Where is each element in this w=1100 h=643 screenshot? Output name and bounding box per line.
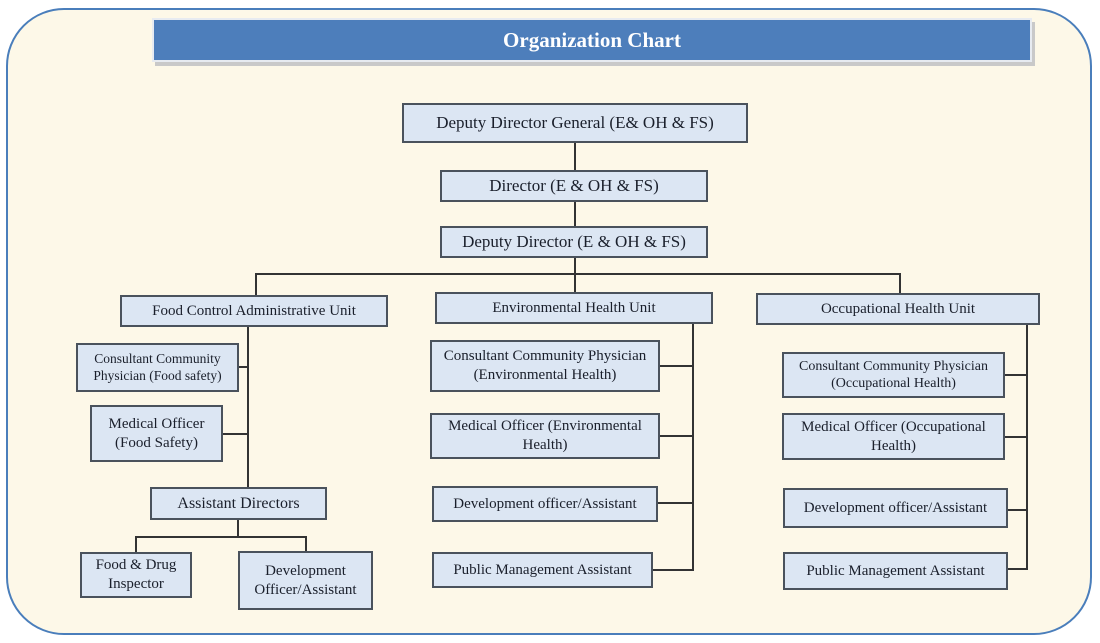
node-deputy-director: Deputy Director (E & OH & FS) — [440, 226, 708, 258]
node-food-control-administrative-unit: Food Control Administrative Unit — [120, 295, 388, 327]
node-public-management-assistant-occupational: Public Management Assistant — [783, 552, 1008, 590]
connector-env-dev-stub — [658, 502, 693, 504]
connector-occ-dev-stub — [1008, 509, 1027, 511]
node-development-officer-assistant-occupational: Development officer/Assistant — [783, 488, 1008, 528]
connector-env-pma-stub — [653, 569, 693, 571]
node-director: Director (E & OH & FS) — [440, 170, 708, 202]
node-medical-officer-environmental-health: Medical Officer (Environmental Health) — [430, 413, 660, 459]
connector-asstdir-drop — [237, 520, 239, 538]
node-food-and-drug-inspector: Food & Drug Inspector — [80, 552, 192, 598]
node-development-officer-assistant-food: Development Officer/Assistant — [238, 551, 373, 610]
connector-director-deputydirector — [574, 202, 576, 226]
connector-env-spine — [692, 324, 694, 571]
node-development-officer-assistant-environmental: Development officer/Assistant — [432, 486, 658, 522]
connector-occ-mo-stub — [1005, 436, 1027, 438]
connector-asstdir-horizontal — [135, 536, 307, 538]
connector-foodinspector-drop — [135, 536, 137, 552]
connector-env-ccp-stub — [660, 365, 693, 367]
node-environmental-health-unit: Environmental Health Unit — [435, 292, 713, 324]
node-medical-officer-food-safety: Medical Officer (Food Safety) — [90, 405, 223, 462]
connector-food-mo-stub — [223, 433, 248, 435]
node-assistant-directors: Assistant Directors — [150, 487, 327, 520]
node-medical-officer-occupational-health: Medical Officer (Occupational Health) — [782, 413, 1005, 460]
chart-title-banner: Organization Chart — [152, 18, 1032, 62]
connector-deputydirector-drop — [574, 258, 576, 274]
node-consultant-community-physician-environmental-health: Consultant Community Physician (Environm… — [430, 340, 660, 392]
node-public-management-assistant-environmental: Public Management Assistant — [432, 552, 653, 588]
node-deputy-director-general: Deputy Director General (E& OH & FS) — [402, 103, 748, 143]
connector-occ-pma-stub — [1008, 568, 1027, 570]
connector-units-horizontal — [255, 273, 901, 275]
connector-drop-env-unit — [574, 273, 576, 293]
connector-env-mo-stub — [660, 435, 693, 437]
chart-title: Organization Chart — [503, 27, 681, 52]
connector-occ-spine — [1026, 325, 1028, 570]
connector-occ-ccp-stub — [1005, 374, 1027, 376]
connector-fooddev-drop — [305, 536, 307, 551]
connector-drop-food-unit — [255, 273, 257, 295]
connector-food-ccp-stub — [239, 366, 248, 368]
connector-ddgeneral-director — [574, 143, 576, 170]
node-consultant-community-physician-food-safety: Consultant Community Physician (Food saf… — [76, 343, 239, 392]
node-consultant-community-physician-occupational-health: Consultant Community Physician (Occupati… — [782, 352, 1005, 398]
connector-food-spine — [247, 327, 249, 487]
node-occupational-health-unit: Occupational Health Unit — [756, 293, 1040, 325]
connector-drop-occ-unit — [899, 273, 901, 293]
